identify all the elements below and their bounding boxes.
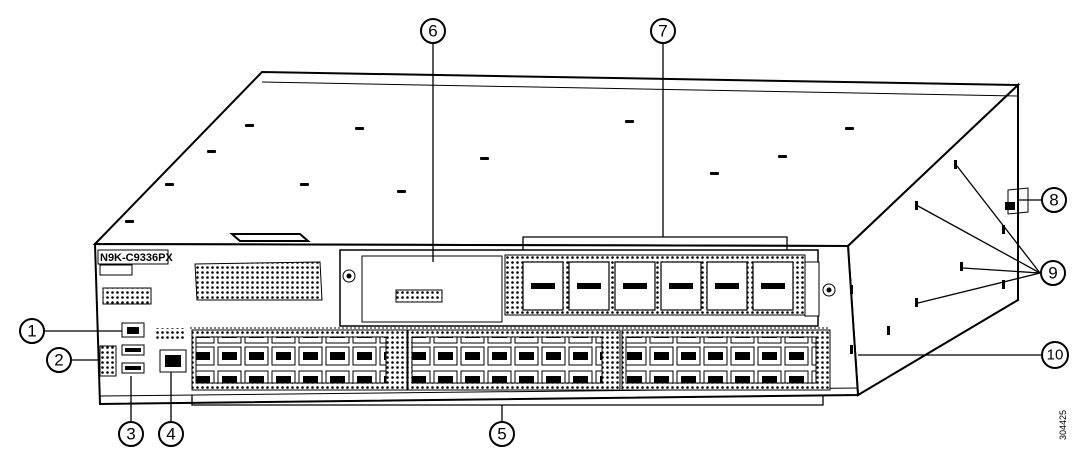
callout-4: 4 [158, 421, 184, 447]
callout-9: 9 [1040, 260, 1066, 286]
callout-9-number: 9 [1048, 264, 1057, 283]
figure-id: 304425 [1058, 410, 1068, 440]
callout-1: 1 [19, 318, 45, 344]
callout-7-number: 7 [658, 22, 667, 41]
vent-grille [194, 261, 323, 301]
callout-7: 7 [650, 18, 676, 44]
callout-3-number: 3 [126, 425, 135, 444]
callout-2-number: 2 [54, 351, 63, 370]
callout-8: 8 [1041, 187, 1067, 213]
callout-5: 5 [489, 421, 515, 447]
callout-10-number: 10 [1047, 347, 1064, 364]
qsfp-port-cages [522, 261, 794, 311]
callout-4-number: 4 [166, 425, 175, 444]
callout-leader-lines [44, 44, 1042, 421]
top-label-plate [229, 233, 311, 242]
side-panel-holes [850, 160, 1005, 354]
left-label-tag [102, 287, 152, 305]
top-panel-screws [125, 120, 854, 223]
callout-3: 3 [118, 421, 144, 447]
management-ports [99, 322, 187, 377]
callout-1-number: 1 [27, 322, 36, 341]
expansion-module-slot [339, 249, 836, 327]
callout-6-number: 6 [428, 22, 437, 41]
callout-10: 10 [1041, 341, 1069, 369]
callout-8-number: 8 [1049, 191, 1058, 210]
callout-5-number: 5 [497, 425, 506, 444]
callout-6: 6 [420, 18, 446, 44]
model-label: N9K-C9336PX [100, 252, 173, 264]
sfp-port-bank [191, 329, 831, 391]
front-panel: N9K-C9336PX [97, 249, 836, 391]
callout-2: 2 [46, 347, 72, 373]
